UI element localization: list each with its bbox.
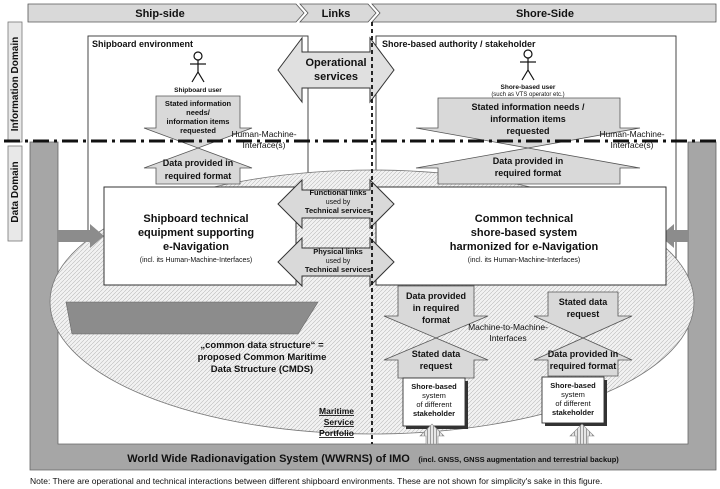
- stakeholder-left-4: stakeholder: [413, 409, 455, 418]
- ship-equipment-1: Shipboard technical: [143, 213, 248, 225]
- ship-info-needs-2: needs/: [186, 108, 211, 117]
- shore-data-provided-arrow: [415, 147, 641, 185]
- wwrns-frame: [29, 141, 717, 471]
- ship-info-needs-arrow: [143, 95, 253, 149]
- operational-services-arrow: [277, 36, 395, 104]
- shore-system-3: harmonized for e-Navigation: [450, 241, 599, 253]
- shore-data-provided-2: required format: [495, 168, 562, 178]
- shore-hmi-1: Human-Machine-: [599, 129, 664, 139]
- ship-data-provided-1: Data provided in: [163, 158, 234, 168]
- m2m-data-bottom-2: required format: [550, 361, 617, 371]
- cmds-label-2: proposed Common Maritime: [198, 352, 327, 363]
- m2m-label-1: Machine-to-Machine-: [468, 322, 548, 332]
- m2m-stated-top-1: Stated data: [559, 297, 609, 307]
- stakeholder-box-left: [402, 377, 466, 427]
- m2m-stated-bottom-1: Stated data: [412, 349, 462, 359]
- wwrns-title: World Wide Radionavigation System (WWRNS…: [127, 453, 410, 465]
- functional-links-2: used by: [326, 199, 351, 206]
- ship-environment-title: Shipboard environment: [92, 39, 193, 49]
- shore-hmi-2: Interface(s): [611, 140, 654, 150]
- shipboard-user-label: Shipboard user: [174, 87, 222, 94]
- shipboard-equipment-box: [103, 186, 297, 286]
- functional-links-arrow: [277, 178, 395, 230]
- physical-links-1: Physical links: [313, 247, 363, 256]
- stakeholder-right-2: system: [561, 390, 585, 399]
- shore-system-sub: (incl. its Human-Machine-Interfaces): [468, 257, 580, 264]
- physical-links-arrow: [277, 236, 395, 288]
- shore-system-box: [375, 186, 667, 286]
- m2m-data-provided-3: format: [422, 315, 450, 325]
- data-domain-label: Data Domain: [10, 161, 21, 222]
- wwrns-sub: (incl. GNSS, GNSS augmentation and terre…: [418, 455, 619, 464]
- shore-info-needs-1: Stated information needs /: [471, 102, 585, 112]
- wwrns-arrow-left: [58, 224, 104, 248]
- ship-hmi-1: Human-Machine-: [231, 129, 296, 139]
- figure-note: Note: There are operational and technica…: [30, 476, 602, 486]
- shore-user-label: Shore-based user: [501, 84, 556, 91]
- ship-equipment-sub: (incl. its Human-Machine-Interfaces): [140, 257, 252, 264]
- cmds-label-3: Data Structure (CMDS): [211, 364, 313, 375]
- shore-data-provided-1: Data provided in: [493, 156, 564, 166]
- ship-info-needs-4: requested: [180, 126, 216, 135]
- m2m-data-bottom-1: Data provided in: [548, 349, 619, 359]
- shore-info-needs-2: information items: [490, 114, 566, 124]
- shore-side-label: Shore-Side: [516, 8, 574, 20]
- shore-based-user: [520, 49, 536, 81]
- msp-label-2: Service: [324, 417, 355, 427]
- shore-authority-title: Shore-based authority / stakeholder: [382, 39, 536, 49]
- operational-label-2: services: [314, 71, 358, 83]
- shore-user-sub: (such as VTS operator etc.): [491, 92, 564, 98]
- ship-data-provided-2: required format: [165, 171, 232, 181]
- stakeholder-left-3: of different: [416, 400, 452, 409]
- links-banner: [299, 3, 377, 23]
- m2m-stated-top-2: request: [567, 309, 600, 319]
- ship-hull-shape: [65, 301, 319, 335]
- ship-info-needs-1: Stated information: [165, 99, 232, 108]
- shore-side-banner: [371, 3, 717, 23]
- information-domain-label: Information Domain: [10, 37, 21, 131]
- wwrns-caption: World Wide Radionavigation System (WWRNS…: [127, 449, 619, 466]
- m2m-data-provided-1: Data provided: [406, 291, 466, 301]
- physical-links-2: used by: [326, 258, 351, 265]
- m2m-data-provided-2: in required: [413, 303, 460, 313]
- header-bar: Ship-side Links Shore-Side: [27, 3, 717, 23]
- ship-equipment-2: equipment supporting: [138, 227, 254, 239]
- data-domain-band: [7, 145, 23, 242]
- links-label: Links: [322, 8, 351, 20]
- shore-system-1: Common technical: [475, 213, 573, 225]
- ship-data-provided-arrow: [143, 147, 253, 185]
- stakeholder-right-3: of different: [555, 399, 591, 408]
- shipboard-user: [190, 51, 206, 83]
- functional-links-1: Functional links: [309, 188, 366, 197]
- stakeholder-right-1: Shore-based: [550, 381, 596, 390]
- wwrns-arrow-right: [660, 224, 688, 248]
- m2m-right-up-arrow: [533, 337, 633, 377]
- m2m-left-down-arrow: [383, 285, 489, 339]
- m2m-right-down-arrow: [533, 291, 633, 339]
- m2m-label-2: Interfaces: [489, 333, 526, 343]
- operational-label-1: Operational: [305, 57, 366, 69]
- shore-system-2: shore-based system: [471, 227, 578, 239]
- shore-info-needs-arrow: [415, 97, 641, 149]
- wwrns-up-arrow-right: [569, 423, 595, 445]
- ship-side-banner: [27, 3, 305, 23]
- stakeholder-right-4: stakeholder: [552, 408, 594, 417]
- ship-side-label: Ship-side: [135, 8, 185, 20]
- ship-equipment-3: e-Navigation: [163, 241, 229, 253]
- wwrns-up-arrow-left: [419, 423, 445, 445]
- m2m-stated-bottom-2: request: [420, 361, 453, 371]
- cmds-label-1: „common data structure“ =: [200, 340, 324, 351]
- physical-links-3: Technical services: [305, 265, 371, 274]
- ship-info-needs-3: information items: [167, 117, 230, 126]
- msp-label-3: Portfolio: [319, 428, 354, 438]
- stakeholder-left-2: system: [422, 391, 446, 400]
- ship-hmi-2: Interface(s): [243, 140, 286, 150]
- stakeholder-left-1: Shore-based: [411, 382, 457, 391]
- stakeholder-box-right: [541, 376, 605, 424]
- msp-label-1: Maritime: [319, 406, 354, 416]
- shore-info-needs-3: requested: [506, 126, 549, 136]
- functional-links-3: Technical services: [305, 206, 371, 215]
